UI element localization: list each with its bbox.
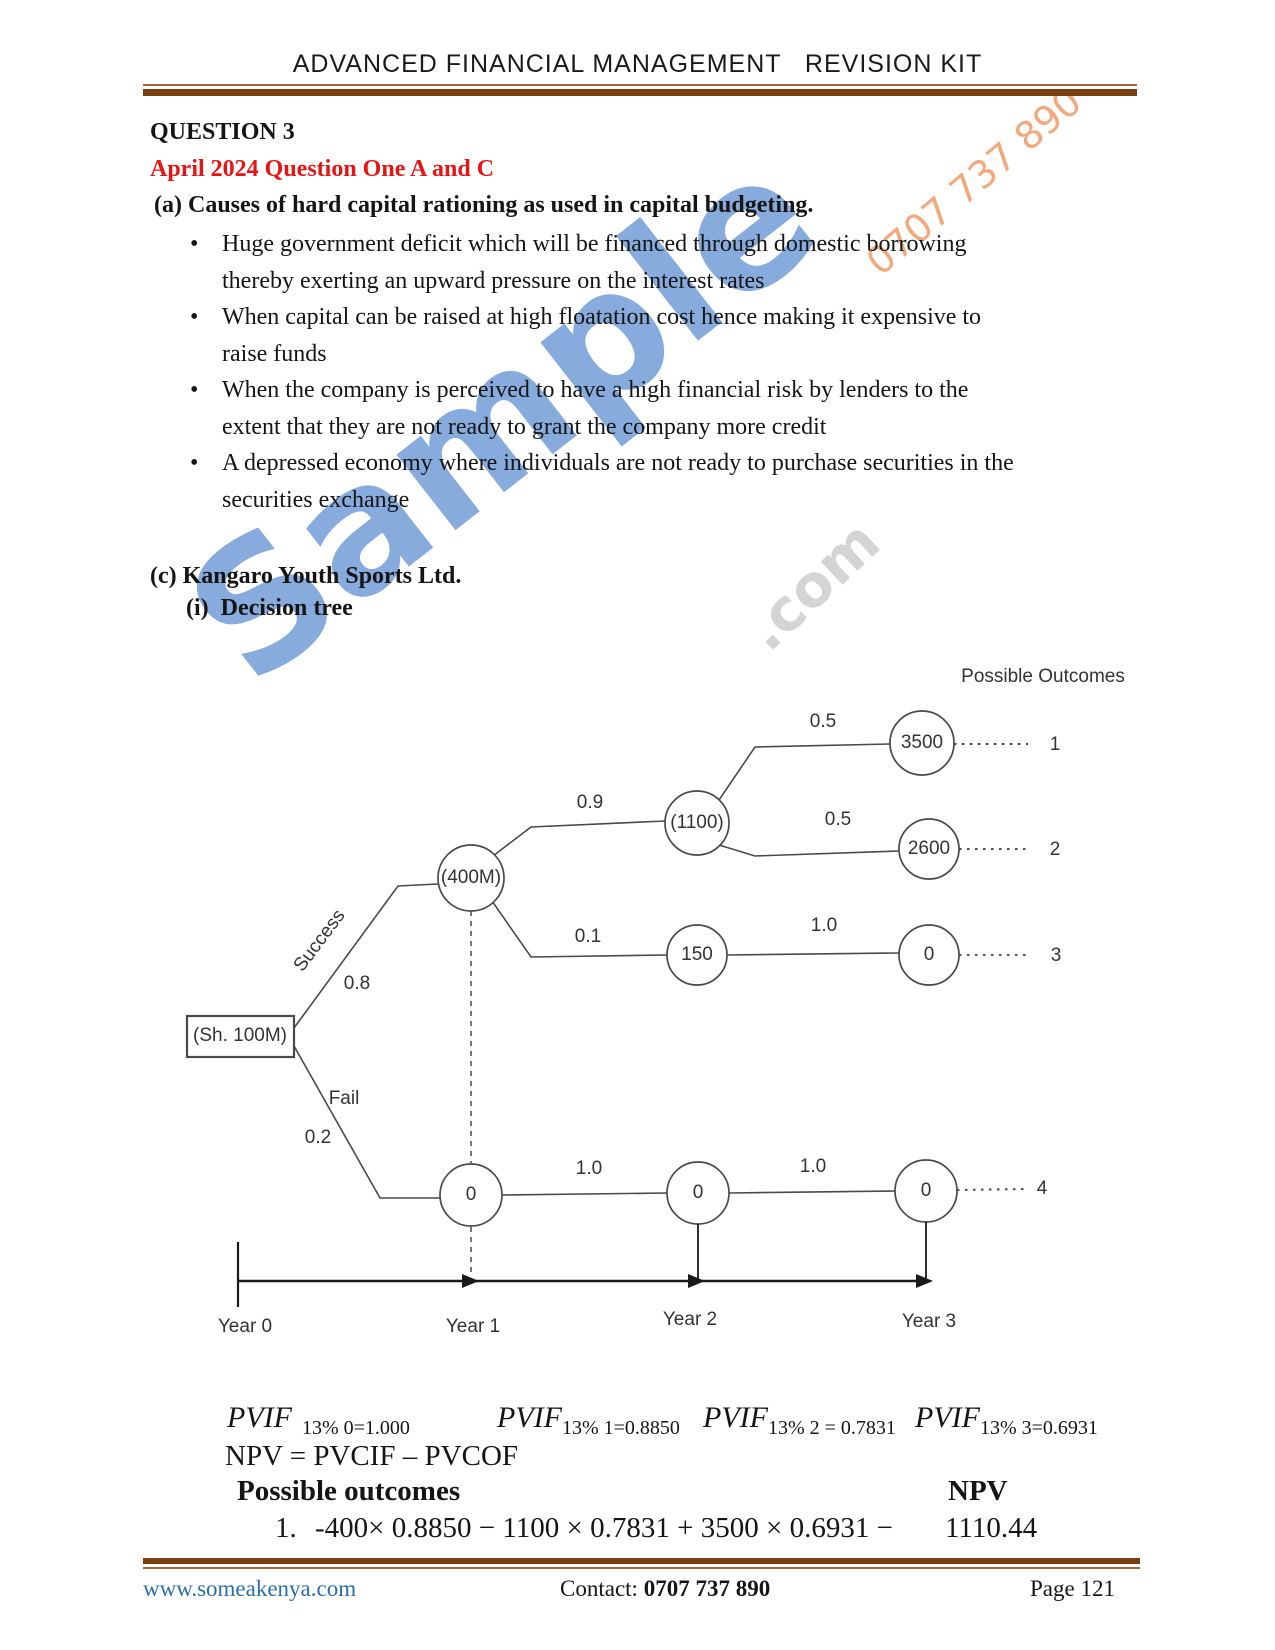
probability-1-0-row3: 1.0 bbox=[810, 915, 838, 936]
possible-outcomes-heading: Possible outcomes bbox=[237, 1475, 461, 1507]
fail-branch-label: Fail bbox=[328, 1088, 360, 1109]
bullet-text: extent that they are not ready to grant … bbox=[222, 414, 827, 440]
part-a-heading: (a) Causes of hard capital rationing as … bbox=[154, 192, 814, 218]
header-rule-thin bbox=[143, 84, 1137, 86]
npv-column-heading: NPV bbox=[948, 1475, 1008, 1507]
pvif-subscript: 13% 0=1.000 bbox=[301, 1417, 410, 1439]
bullet-text: thereby exerting an upward pressure on t… bbox=[222, 268, 765, 294]
outcome-number-2: 2 bbox=[1049, 839, 1061, 860]
bullet-text: A depressed economy where individuals ar… bbox=[222, 450, 1014, 476]
year-3-label: Year 3 bbox=[901, 1311, 957, 1332]
outcome-item-npv-value: 1110.44 bbox=[945, 1512, 1038, 1544]
root-node-box bbox=[185, 1014, 296, 1059]
bullet-marker: • bbox=[190, 377, 199, 403]
footer-website-link[interactable]: www.someakenya.com bbox=[143, 1576, 357, 1601]
outcome-number-1: 1 bbox=[1049, 734, 1061, 755]
outcome-number-3: 3 bbox=[1050, 945, 1062, 966]
probability-1-0-year2: 1.0 bbox=[575, 1158, 603, 1179]
probability-0-1: 0.1 bbox=[574, 926, 602, 947]
node-150-label: 150 bbox=[681, 944, 713, 965]
pvif-factor-year0: PVIF 13% 0=1.000 bbox=[227, 1401, 410, 1440]
probability-1-0-year3: 1.0 bbox=[799, 1156, 827, 1177]
outcome-dotted-connectors bbox=[954, 743, 1030, 1191]
pvif-subscript: 13% 1=0.8850 bbox=[561, 1417, 680, 1439]
year-1-label: Year 1 bbox=[445, 1316, 501, 1337]
footer-contact: Contact: 0707 737 890 bbox=[560, 1576, 770, 1602]
bullet-marker: • bbox=[190, 231, 199, 257]
node-zero-row3-label: 0 bbox=[923, 944, 935, 965]
possible-outcomes-header: Possible Outcomes bbox=[961, 666, 1125, 687]
bullet-marker: • bbox=[190, 450, 199, 476]
probability-0-9: 0.9 bbox=[576, 792, 604, 813]
pvif-base: PVIF bbox=[227, 1401, 292, 1434]
probability-0-5-top: 0.5 bbox=[809, 711, 837, 732]
timeline bbox=[236, 1222, 930, 1307]
footer-contact-number: 0707 737 890 bbox=[643, 1576, 771, 1601]
success-probability: 0.8 bbox=[343, 973, 371, 994]
fail-probability: 0.2 bbox=[304, 1127, 332, 1148]
pvif-subscript: 13% 2 = 0.7831 bbox=[767, 1417, 896, 1439]
pvif-factor-year1: PVIF13% 1=0.8850 bbox=[497, 1401, 680, 1440]
node-zero-year3-label: 0 bbox=[920, 1180, 932, 1201]
footer-page-number: Page 121 bbox=[1030, 1576, 1115, 1601]
node-3500-label: 3500 bbox=[900, 732, 944, 753]
part-c-heading: (c) Kangaro Youth Sports Ltd. bbox=[150, 563, 462, 589]
tree-branches bbox=[293, 743, 900, 1199]
probability-0-5-mid: 0.5 bbox=[824, 809, 852, 830]
npv-identity-formula: NPV = PVCIF – PVCOF bbox=[225, 1440, 519, 1472]
question-number: QUESTION 3 bbox=[150, 119, 295, 145]
header-rule-thick bbox=[143, 89, 1137, 96]
node-zero-year2-label: 0 bbox=[692, 1182, 704, 1203]
pvif-base: PVIF bbox=[915, 1401, 980, 1434]
pvif-factor-year3: PVIF13% 3=0.6931 bbox=[915, 1401, 1098, 1440]
footer-contact-label: Contact: bbox=[560, 1576, 638, 1601]
bullet-text: Huge government deficit which will be fi… bbox=[222, 231, 967, 257]
pvif-base: PVIF bbox=[497, 1401, 562, 1434]
node-400m-label: (400M) bbox=[440, 867, 502, 888]
outcome-item-expression: -400× 0.8850 − 1100 × 0.7831 + 3500 × 0.… bbox=[315, 1512, 893, 1544]
question-source: April 2024 Question One A and C bbox=[150, 156, 495, 182]
pvif-subscript: 13% 3=0.6931 bbox=[979, 1417, 1098, 1439]
pvif-base: PVIF bbox=[703, 1401, 768, 1434]
footer-rule-thick bbox=[143, 1558, 1140, 1564]
footer-rule-thin bbox=[143, 1567, 1140, 1569]
bullet-text: securities exchange bbox=[222, 487, 410, 513]
tree-nodes bbox=[185, 710, 960, 1227]
bullet-text: raise funds bbox=[222, 341, 327, 367]
bullet-text: When capital can be raised at high float… bbox=[222, 304, 982, 330]
timeline-arrowheads bbox=[462, 1274, 933, 1288]
node-2600-label: 2600 bbox=[907, 838, 951, 859]
node-zero-year1-label: 0 bbox=[465, 1184, 477, 1205]
bullet-text: When the company is perceived to have a … bbox=[222, 377, 969, 403]
page-header-title: ADVANCED FINANCIAL MANAGEMENT REVISION K… bbox=[292, 50, 983, 78]
bullet-marker: • bbox=[190, 304, 199, 330]
node-1100-label: (1100) bbox=[670, 812, 724, 833]
year-2-label: Year 2 bbox=[662, 1309, 718, 1330]
outcome-number-4: 4 bbox=[1036, 1178, 1048, 1199]
pvif-factor-year2: PVIF13% 2 = 0.7831 bbox=[703, 1401, 896, 1440]
year-0-label: Year 0 bbox=[217, 1316, 273, 1337]
outcome-item-number: 1. bbox=[275, 1512, 297, 1544]
part-c-item: (i) Decision tree bbox=[186, 595, 353, 621]
root-node-label: (Sh. 100M) bbox=[193, 1025, 287, 1046]
